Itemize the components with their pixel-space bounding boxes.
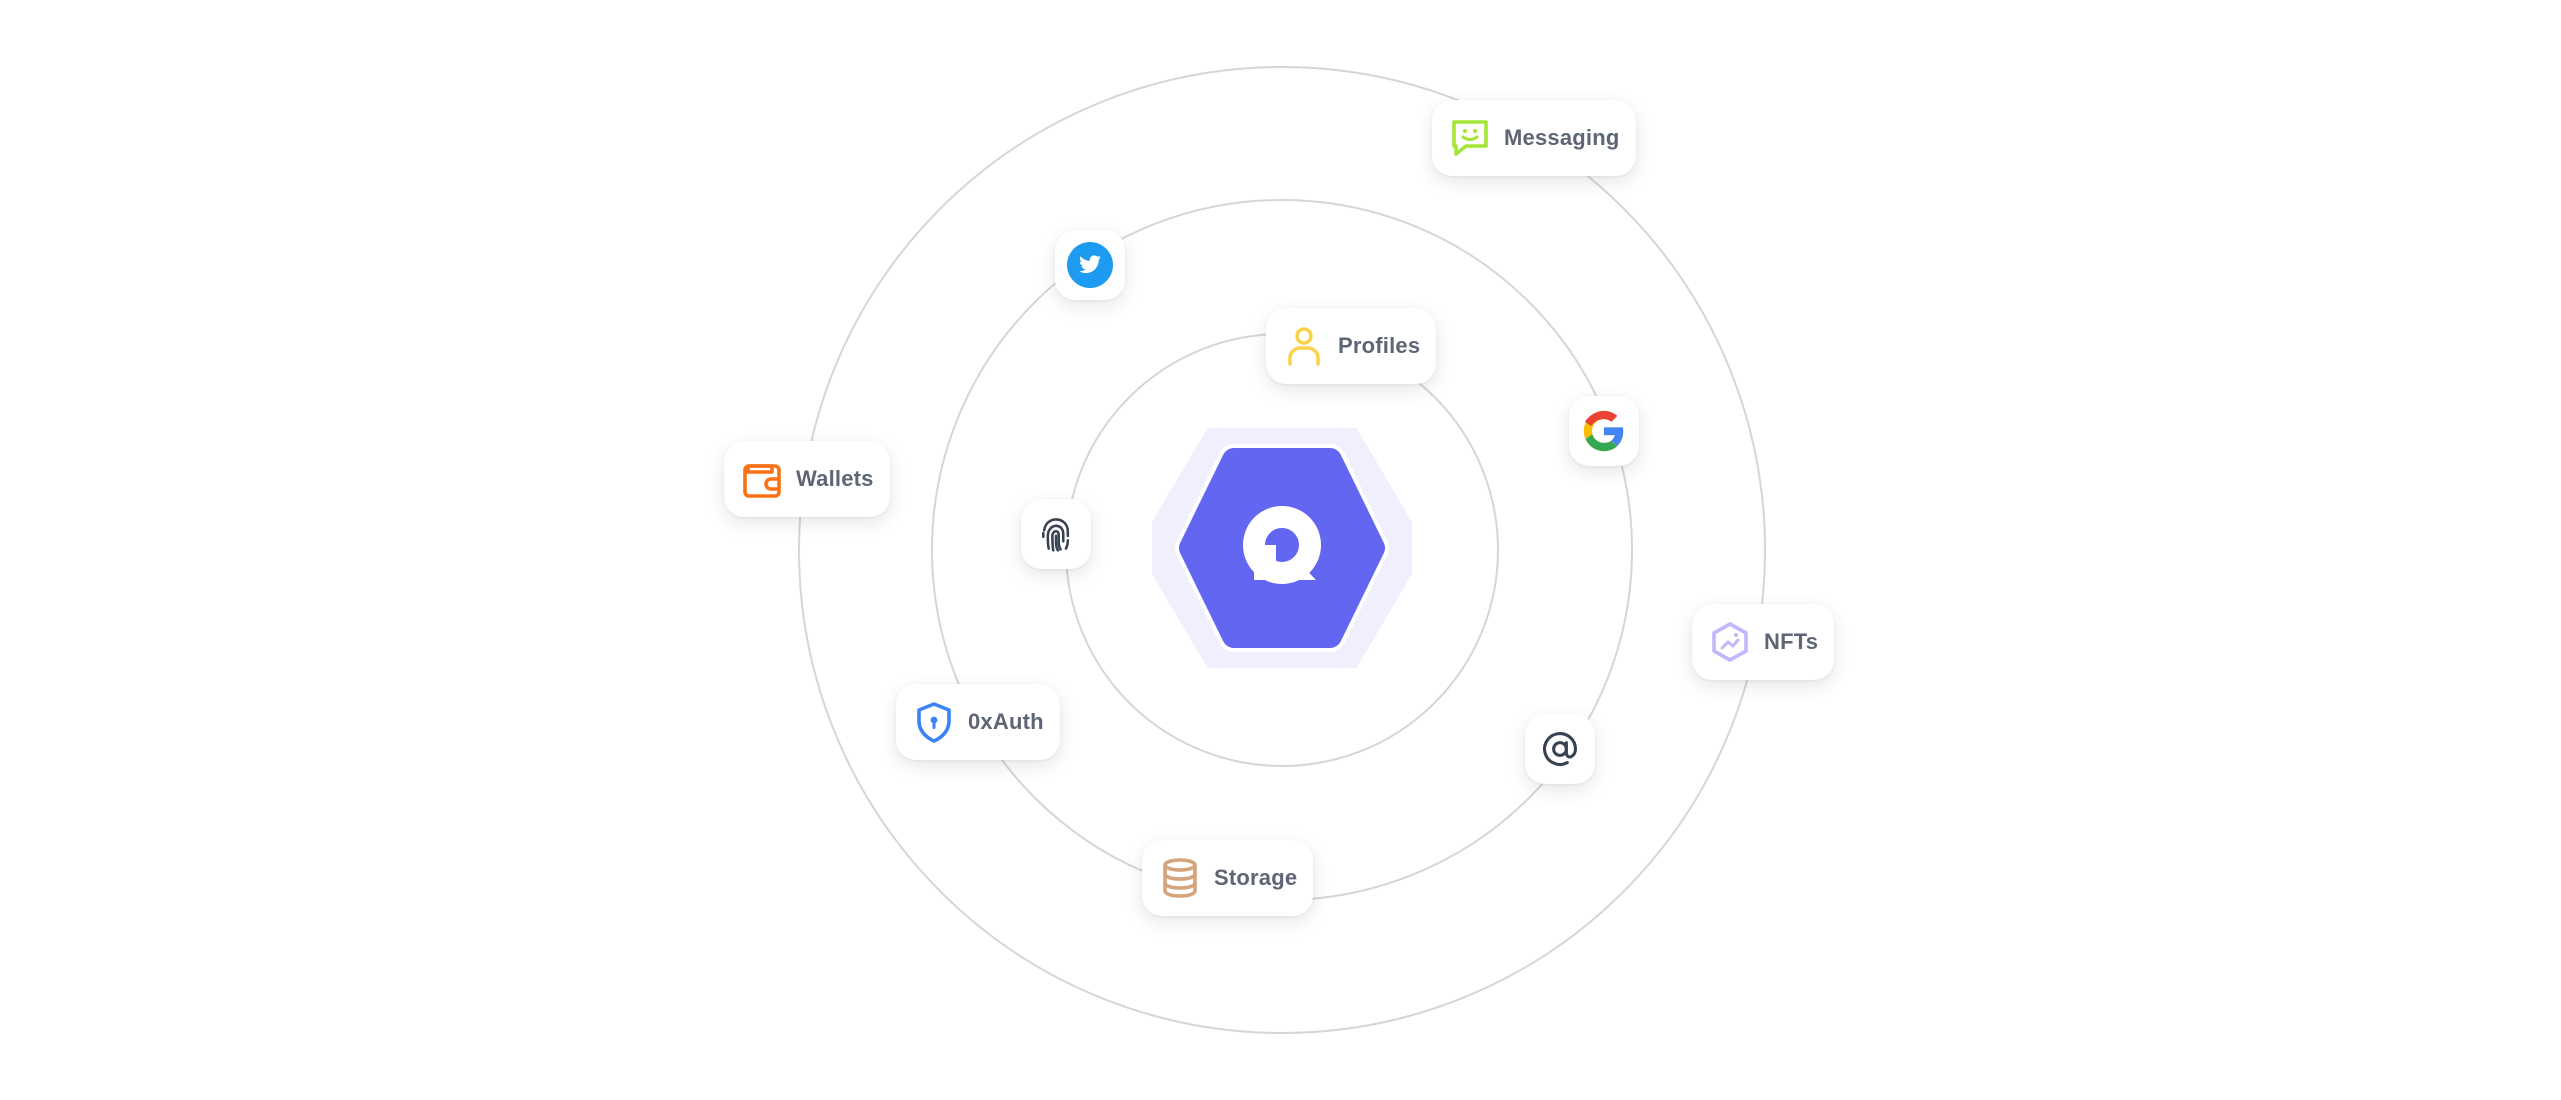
node-messaging[interactable]: Messaging <box>1432 100 1636 176</box>
node-label-profiles: Profiles <box>1338 333 1421 358</box>
node-nfts[interactable]: NFTs <box>1692 604 1835 680</box>
twitter-icon <box>1067 242 1113 288</box>
node-profiles[interactable]: Profiles <box>1266 308 1437 384</box>
node-storage[interactable]: Storage <box>1142 840 1314 916</box>
wallet-icon <box>740 457 784 501</box>
chat-bubble-icon <box>1448 116 1492 160</box>
node-label-0xauth: 0xAuth <box>968 709 1044 734</box>
at-sign-icon <box>1543 732 1578 766</box>
fingerprint-icon <box>1042 518 1070 552</box>
outer-ring <box>798 66 1766 1034</box>
badge-twitter[interactable] <box>1055 230 1125 300</box>
node-label-wallets: Wallets <box>796 466 874 491</box>
google-icon <box>1583 410 1624 452</box>
shield-lock-icon <box>912 700 956 744</box>
node-label-messaging: Messaging <box>1504 125 1620 150</box>
node-label-storage: Storage <box>1214 865 1298 890</box>
nft-hexagon-icon <box>1708 620 1752 664</box>
user-icon <box>1282 324 1326 368</box>
badge-fingerprint[interactable] <box>1021 499 1091 569</box>
node-wallets[interactable]: Wallets <box>724 441 890 517</box>
hub-logo <box>1139 413 1425 683</box>
node-0xauth[interactable]: 0xAuth <box>896 684 1060 760</box>
hexagon-r-logo-icon <box>1139 413 1425 683</box>
database-icon <box>1158 856 1202 900</box>
badge-email[interactable] <box>1525 714 1595 784</box>
badge-google[interactable] <box>1569 396 1639 466</box>
node-label-nfts: NFTs <box>1764 629 1819 654</box>
